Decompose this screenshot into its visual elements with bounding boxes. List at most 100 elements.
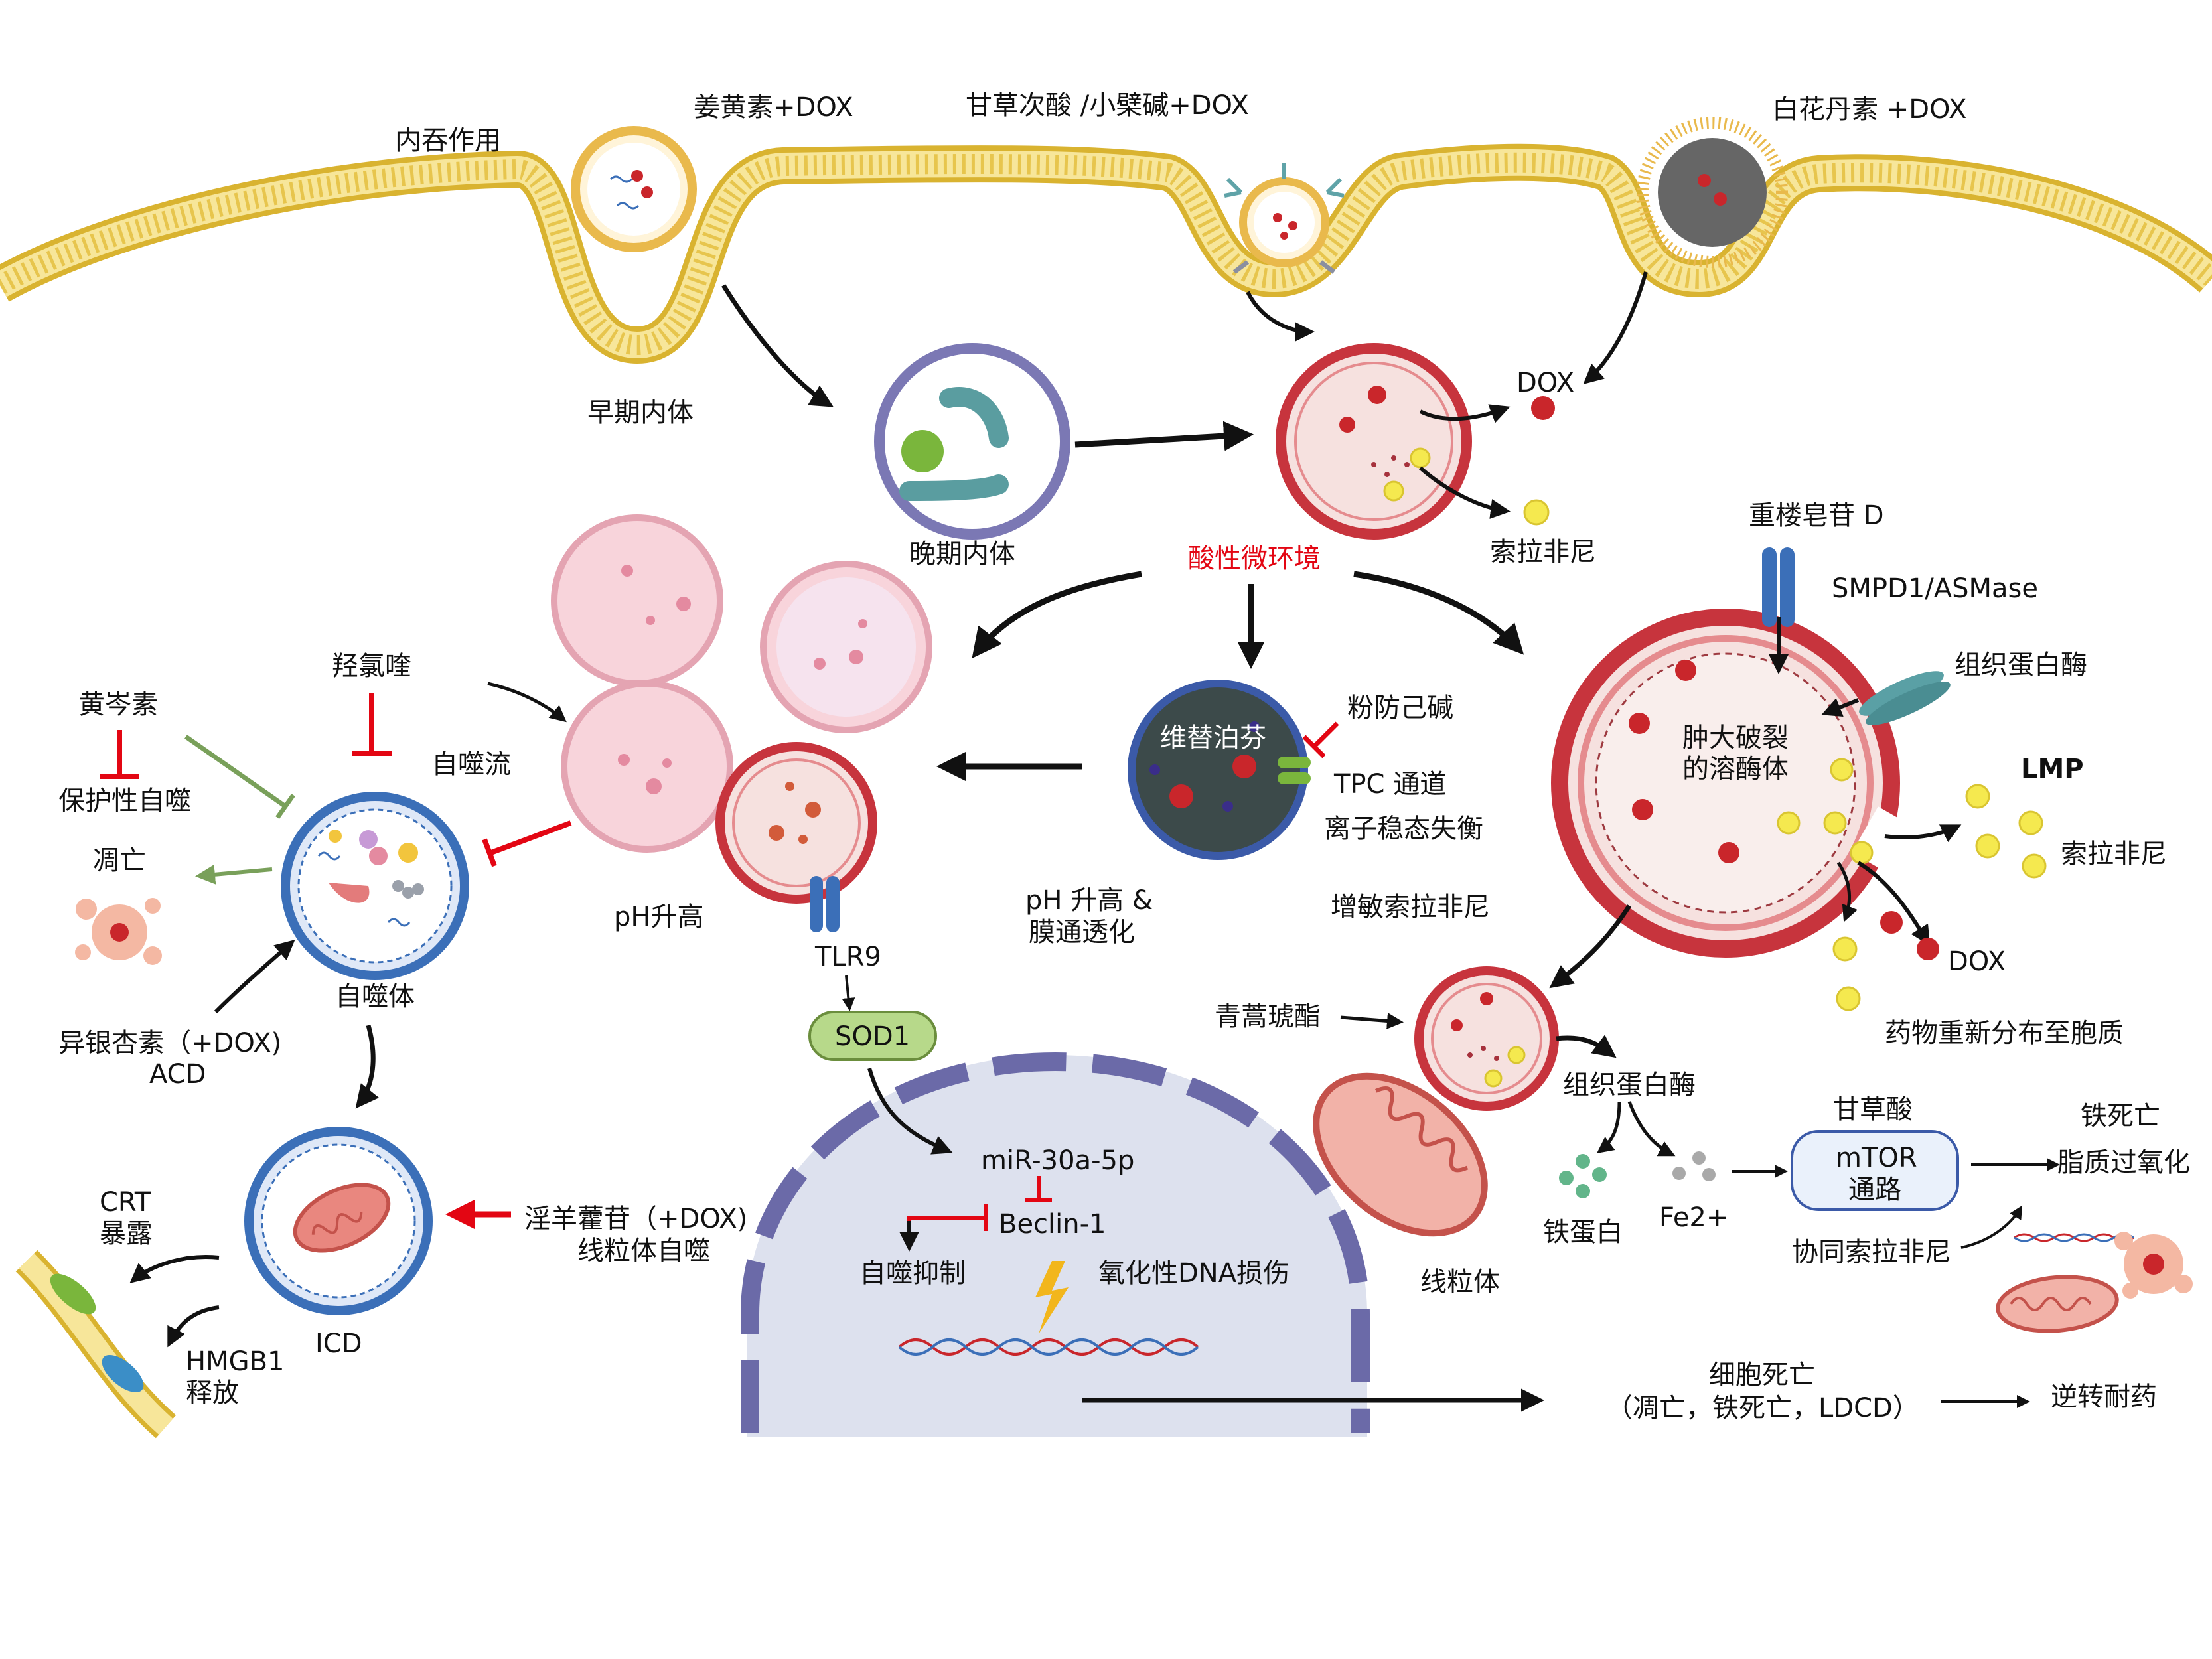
fe2-label: Fe2+ — [1659, 1202, 1728, 1233]
ferritin-label: 铁蛋白 — [1543, 1217, 1623, 1248]
arrow-ferro-lysosome-cathepsin — [1556, 1035, 1617, 1058]
arrow-endosome-to-lysosome — [1074, 421, 1254, 451]
ferroptosis-label: 铁死亡 — [2081, 1101, 2160, 1131]
cell-death-label-1: 细胞死亡 — [1709, 1360, 1815, 1390]
arrow-swollen-to-ferro-lysosome — [1549, 904, 1631, 989]
icariin-label-1: 淫羊藿苷（+DOX) — [524, 1204, 747, 1234]
dark-lysosome-vacuole — [1128, 680, 1311, 860]
arrow-autophagosome-to-icd — [355, 1025, 380, 1109]
ginkgetin-label-1: 异银杏素（+DOX) — [58, 1028, 281, 1058]
dox-label-top: DOX — [1516, 368, 1574, 398]
autophagy-flux-label: 自噬流 — [431, 749, 511, 780]
arrow-acidic-to-autophagy — [972, 571, 1142, 659]
lipid-peroxidation-label: 脂质过氧化 — [2057, 1147, 2190, 1178]
dna-small-icon — [2014, 1233, 2134, 1242]
ferroptotic-cell-icon — [2114, 1232, 2193, 1299]
mitophagosome — [244, 1127, 433, 1315]
autolysosome — [715, 742, 877, 932]
arrow-plumbagin-to-dox — [1583, 271, 1648, 384]
arrow-acidic-to-swollen-lysosome — [1353, 571, 1524, 655]
mtor-pathway-box: mTOR 通路 — [1791, 1130, 1959, 1211]
inhibit-pmh-tpc — [1302, 721, 1339, 758]
ferritin-particles — [1559, 1154, 1607, 1198]
inhibit-baicalein-autophagosome — [184, 735, 295, 820]
mitochondria-small-icon — [1996, 1275, 2119, 1333]
dox-particle-top — [1531, 396, 1555, 420]
dox-released-2 — [1917, 938, 1939, 960]
sorafenib-released-2 — [2018, 810, 2043, 835]
inhibit-baicalein-protective — [100, 730, 139, 779]
arrow-sorafenib-release — [1419, 466, 1511, 519]
late-endosome-label: 晚期内体 — [909, 539, 1015, 569]
plumbagin-nanoparticle — [1637, 117, 1788, 268]
ginkgetin-label-2: ACD — [149, 1059, 206, 1090]
mitochondria-large — [1313, 1072, 1488, 1237]
synergy-sorafenib-label: 协同索拉非尼 — [1792, 1237, 1951, 1267]
paris-saponin-label: 重楼皂苷 D — [1749, 500, 1884, 531]
plumbagin-dox-label: 白花丹素 +DOX — [1772, 94, 1966, 125]
redistribution-label: 药物重新分布至胞质 — [1885, 1018, 2124, 1048]
arrow-synergy — [1960, 1205, 2023, 1249]
late-endosome — [874, 343, 1070, 540]
artesunate-label: 青蒿琥酯 — [1215, 1001, 1321, 1032]
crt-label-2: 暴露 — [100, 1218, 153, 1249]
dox-label-right: DOX — [1948, 946, 2006, 977]
arrow-autophagosome-apoptosis — [195, 864, 273, 885]
autophagy-flux-vesicles — [551, 514, 932, 853]
arrow-dox-release — [1419, 404, 1511, 423]
curcumin-liposome — [571, 126, 697, 252]
arrow-icd-hmgb1 — [167, 1305, 220, 1348]
membrane-fragment — [15, 1250, 177, 1439]
ph-rise-label-2: 膜通透化 — [1029, 917, 1135, 948]
cell-membrane — [0, 143, 2212, 364]
cell-death-label-2: （凋亡，铁死亡，LDCD） — [1606, 1393, 1919, 1423]
arrow-ginkgetin-autophagosome — [214, 940, 295, 1014]
early-endosome-label: 早期内体 — [587, 397, 694, 428]
endocytosis-label: 内吞作用 — [395, 125, 501, 156]
arrow-endocytosis-to-endosome — [721, 284, 834, 407]
arrow-nanoparticle-to-lysosome — [1246, 291, 1315, 342]
hmgb1-label-1: HMGB1 — [186, 1346, 284, 1377]
reverse-resistance-label: 逆转耐药 — [2051, 1382, 2157, 1412]
icariin-label-2: 线粒体自噬 — [577, 1236, 710, 1266]
swollen-lysosome-label-1: 肿大破裂 — [1682, 723, 1789, 753]
beclin-label: Beclin-1 — [999, 1209, 1106, 1240]
tpc-channel-label: TPC 通道 — [1333, 769, 1446, 800]
sorafenib-released-3 — [1975, 833, 2000, 859]
lmp-label: LMP — [2021, 754, 2084, 784]
dna-damage-label: 氧化性DNA损伤 — [1098, 1258, 1290, 1289]
sorafenib-label-top: 索拉非尼 — [1490, 537, 1596, 567]
arrow-tlr9-sod1 — [842, 975, 855, 1011]
hcq-label: 羟氯喹 — [332, 651, 411, 682]
arrow-cathepsin-to-lysosome — [1821, 698, 1860, 717]
mir-label: miR-30a-5p — [981, 1145, 1134, 1176]
ferro-lysosome — [1414, 966, 1559, 1111]
inhibit-hcq — [352, 693, 392, 756]
swollen-lysosome — [1551, 609, 1925, 958]
arrow-lmp-dox-1 — [1836, 861, 1858, 922]
ion-imbalance-label: 离子稳态失衡 — [1324, 814, 1483, 844]
ph-up-label: pH升高 — [614, 902, 703, 932]
apoptotic-cell-icon — [75, 898, 162, 965]
dna-strand-icon — [898, 1338, 1199, 1356]
verteporfin-label: 维替泊芬 — [1160, 723, 1266, 753]
dox-released-1 — [1880, 911, 1903, 934]
smpd1-label: SMPD1/ASMase — [1832, 573, 2038, 604]
autophagosome-label: 自噬体 — [335, 981, 415, 1012]
arrow-lmp-sorafenib — [1884, 824, 1962, 843]
sorafenib-released-1 — [1965, 784, 1990, 809]
nucleus — [741, 1052, 1370, 1437]
sod1-label: SOD1 — [835, 1021, 910, 1052]
mtor-label-2: 通路 — [1848, 1175, 1901, 1205]
crt-label-1: CRT — [100, 1187, 151, 1218]
arrow-cathepsin-ferritin — [1597, 1101, 1621, 1154]
tlr9-label: TLR9 — [814, 942, 881, 972]
sod1-box: SOD1 — [808, 1011, 937, 1061]
mitochondria-label: 线粒体 — [1420, 1267, 1500, 1297]
autophagy-inhibit-label: 自噬抑制 — [859, 1258, 966, 1289]
inhibit-mir-beclin — [1025, 1176, 1052, 1202]
acidic-microenvironment-label: 酸性微环境 — [1188, 543, 1321, 574]
glycyrrhizic-label: 甘草酸 — [1833, 1094, 1913, 1125]
ph-rise-label-1: pH 升高 & — [1025, 885, 1153, 916]
arrow-icd-crt — [129, 1255, 220, 1283]
